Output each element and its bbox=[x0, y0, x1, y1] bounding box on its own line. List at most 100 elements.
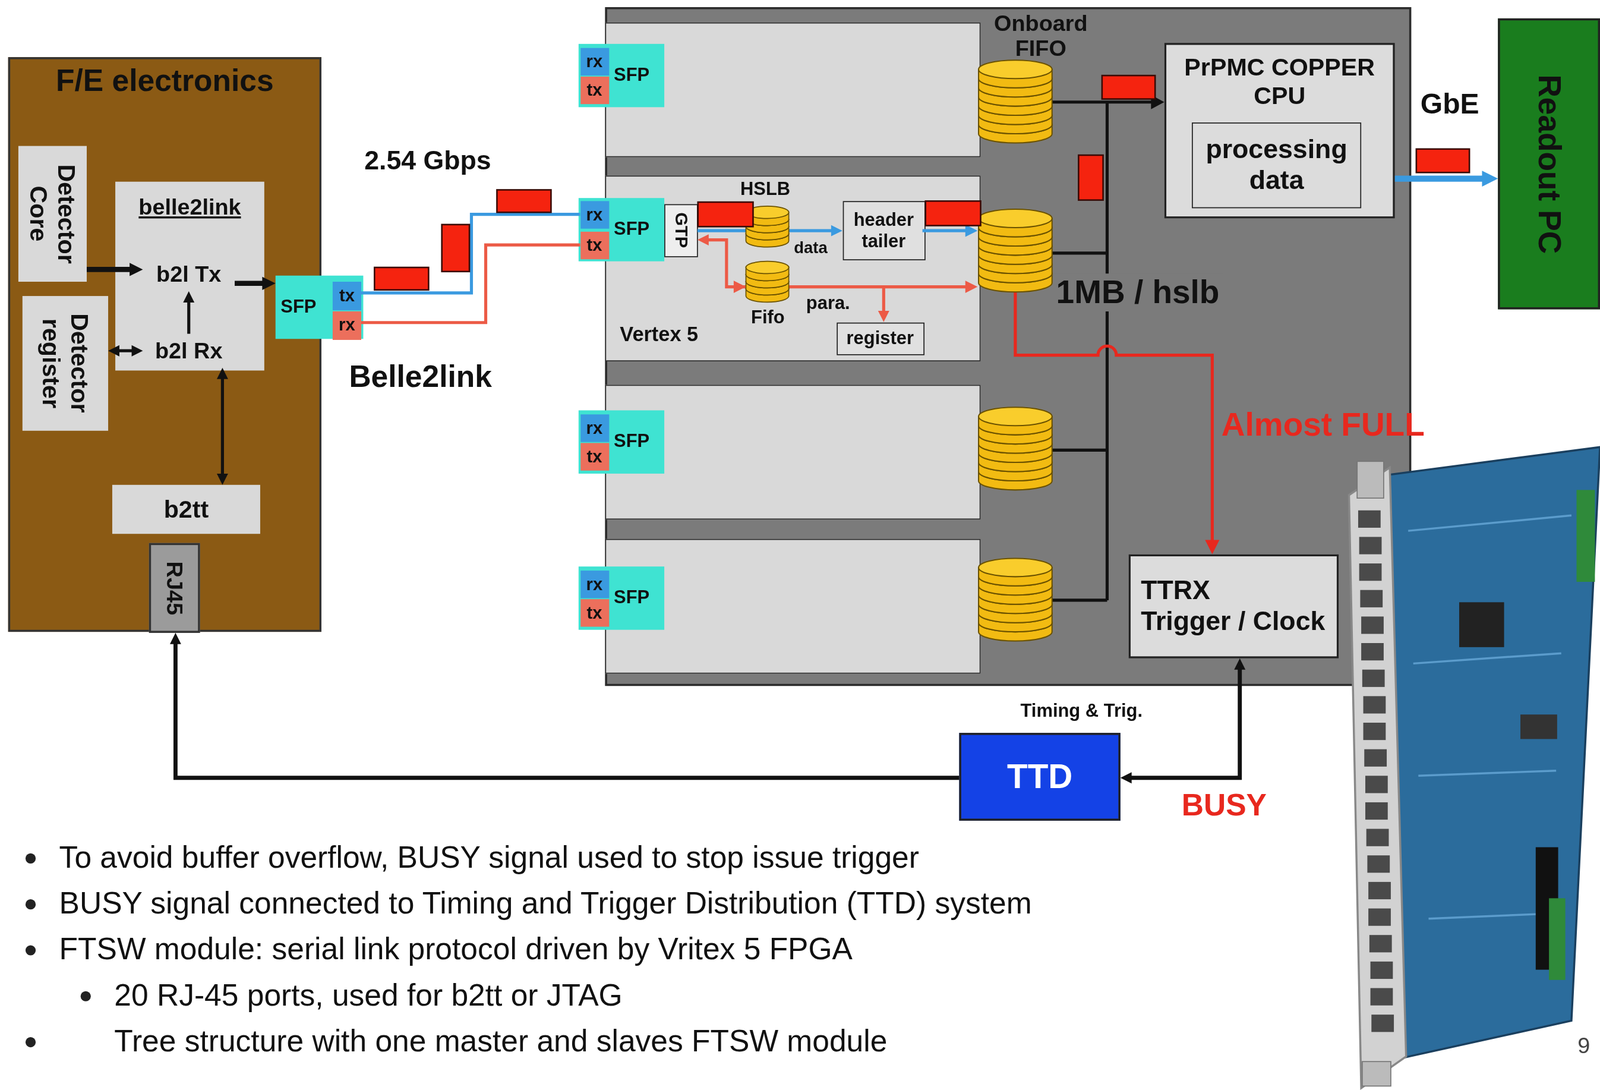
connector-line bbox=[221, 376, 224, 476]
rj45-port bbox=[1370, 961, 1394, 979]
node-text: SFP bbox=[613, 63, 650, 85]
hslb-slot: HSLBVertex 5SFPrxtxGTPheader tailerregis… bbox=[604, 175, 981, 362]
page-number: 9 bbox=[1577, 1032, 1590, 1059]
node-text: SFP bbox=[280, 295, 317, 318]
node-text: Vertex 5 bbox=[619, 322, 699, 346]
node-text: 1MB / hslb bbox=[1052, 273, 1223, 311]
port-box: rx bbox=[332, 311, 362, 340]
arrowhead bbox=[1150, 95, 1164, 110]
port-box: rx bbox=[579, 569, 609, 598]
rj45-port bbox=[1368, 881, 1391, 899]
rj45-port bbox=[1361, 616, 1384, 634]
part-label: Fifo bbox=[750, 307, 785, 329]
node-text: header tailer bbox=[847, 209, 920, 252]
node-text: Detector register bbox=[37, 301, 94, 425]
chip bbox=[1459, 601, 1505, 648]
rj45-port bbox=[1370, 988, 1394, 1006]
data-bus bbox=[1052, 102, 1154, 601]
signal-label: BUSY bbox=[1181, 787, 1267, 823]
arrowhead bbox=[1204, 540, 1220, 555]
rj45-port bbox=[1359, 536, 1382, 554]
electronics-box: F/E electronicsDetector Corebelle2linkb2… bbox=[8, 57, 322, 632]
port-box: tx bbox=[579, 231, 609, 260]
module-box: b2tt bbox=[112, 484, 261, 534]
rj45-port bbox=[1359, 589, 1383, 608]
connector bbox=[216, 367, 229, 485]
connector-strip bbox=[1548, 897, 1565, 980]
rj45-port bbox=[1369, 934, 1393, 952]
arrowhead bbox=[1234, 658, 1246, 670]
param-fifo bbox=[745, 261, 789, 303]
arrowhead bbox=[169, 632, 182, 645]
connector bbox=[108, 345, 143, 357]
signal-label: data bbox=[793, 238, 828, 258]
port-box: rx bbox=[579, 47, 609, 76]
data-packets bbox=[374, 75, 1470, 290]
front-panel bbox=[1349, 467, 1407, 1088]
node-text: RJ45 bbox=[161, 560, 188, 615]
connector bbox=[182, 291, 195, 334]
connector bbox=[361, 214, 580, 293]
data-packet bbox=[1102, 75, 1155, 100]
connector bbox=[361, 244, 580, 323]
node-text: tx bbox=[586, 235, 602, 256]
node-text: Almost FULL bbox=[1221, 406, 1425, 444]
connector-line bbox=[117, 349, 134, 353]
node-text: PrPMC COPPER CPU bbox=[1177, 52, 1382, 110]
node-text: b2l Tx bbox=[156, 261, 222, 287]
bullet-dot bbox=[25, 1036, 36, 1047]
node-text: tx bbox=[586, 80, 602, 101]
node-text: rx bbox=[586, 573, 604, 595]
node-text: tx bbox=[586, 446, 602, 467]
panel-handle bbox=[1362, 1061, 1391, 1086]
rj45-port bbox=[1371, 1014, 1394, 1032]
signal-label: Timing & Trig. bbox=[1020, 699, 1143, 722]
bullet-dot bbox=[25, 853, 36, 864]
arrowhead bbox=[216, 473, 229, 485]
pc-box: Readout PC bbox=[1497, 18, 1600, 309]
panel-handle bbox=[1356, 461, 1384, 498]
module-box: belle2linkb2l Txb2l Rx bbox=[115, 181, 265, 371]
annotation-label: 2.54 Gbps bbox=[364, 146, 491, 177]
rj45-port bbox=[1367, 854, 1390, 873]
signal-block: b2l Rx bbox=[142, 333, 235, 368]
rj45-port bbox=[1365, 802, 1388, 820]
connector-line bbox=[697, 229, 834, 233]
node-text: rx bbox=[586, 417, 604, 438]
node-text: Trigger / Clock bbox=[1140, 606, 1325, 637]
chip bbox=[1520, 714, 1558, 739]
bullet-dot bbox=[80, 991, 91, 1002]
arrowhead bbox=[697, 234, 709, 246]
arrowhead bbox=[965, 280, 978, 293]
connector-strip bbox=[1576, 489, 1595, 582]
process-box: register bbox=[835, 322, 924, 355]
bullet-text: 20 RJ-45 ports, used for b2tt or JTAG bbox=[114, 977, 623, 1013]
rj45-port bbox=[1358, 510, 1381, 528]
module-box: Detector register bbox=[22, 295, 109, 431]
bullet-text: BUSY signal connected to Timing and Trig… bbox=[59, 885, 1033, 921]
connector-line bbox=[234, 280, 265, 286]
hslb-slot: SFPrxtx bbox=[604, 22, 981, 158]
data-packet bbox=[442, 224, 470, 272]
node-text: b2l Rx bbox=[155, 337, 223, 364]
process-box: header tailer bbox=[842, 200, 926, 260]
data-packet bbox=[1416, 149, 1470, 173]
node-text: rx bbox=[338, 315, 356, 336]
hslb-slot: SFPrxtx bbox=[604, 538, 981, 674]
process-box: processing data bbox=[1191, 122, 1362, 208]
node-text: SFP bbox=[613, 218, 650, 240]
arrowhead bbox=[131, 345, 144, 357]
data-packet bbox=[1078, 155, 1103, 201]
rj45-port bbox=[1359, 563, 1382, 581]
data-packet bbox=[698, 202, 754, 227]
arrowhead bbox=[182, 291, 195, 303]
almost-full-wire bbox=[1015, 291, 1213, 542]
node-text: rx bbox=[586, 51, 604, 72]
port-box: tx bbox=[579, 76, 609, 104]
node-text: GTP bbox=[670, 212, 691, 248]
sfp-module: SFP rx tx bbox=[578, 43, 664, 107]
node-text: Onboard FIFO bbox=[982, 10, 1100, 62]
